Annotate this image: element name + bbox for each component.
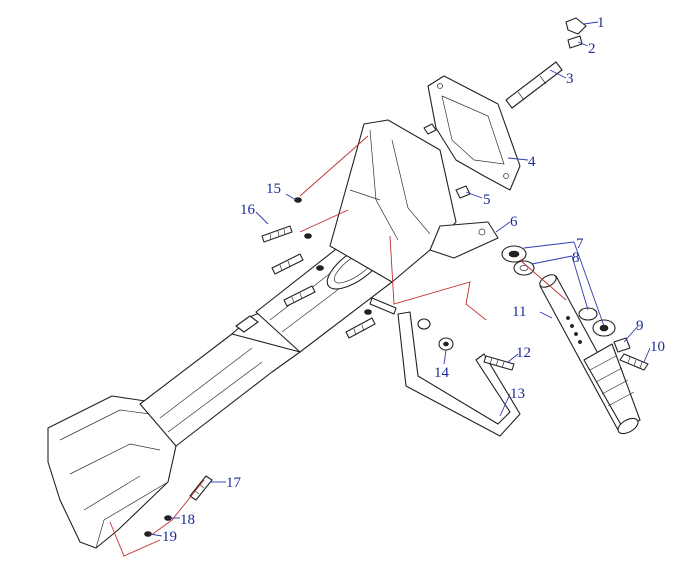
callout-9: 9: [636, 318, 644, 334]
callout-4: 4: [528, 154, 536, 170]
assembly-path-lines: [109, 135, 567, 557]
callout-18: 18: [180, 512, 195, 528]
gasket-plate: [427, 75, 521, 191]
throttle-grip: [539, 274, 641, 435]
callout-10: 10: [650, 339, 665, 355]
shaft-assembly: [505, 17, 587, 109]
callout-labels: 1 2 3 4 5 6 7 8 9 10 11 12 13 14 15 16 1…: [162, 15, 665, 545]
dowel-pins: [423, 123, 471, 199]
callout-13: 13: [510, 386, 525, 402]
callout-6: 6: [510, 214, 518, 230]
bail-handle: [397, 311, 521, 437]
callout-14: 14: [434, 365, 450, 381]
leader-lines: [149, 21, 651, 537]
callout-8: 8: [572, 250, 580, 266]
callout-12: 12: [516, 345, 531, 361]
callout-11: 11: [512, 304, 526, 320]
callout-1: 1: [597, 15, 605, 31]
callout-3: 3: [566, 71, 574, 87]
callout-7: 7: [576, 236, 584, 252]
nut-and-bolt: [417, 318, 515, 371]
end-pin-and-screw: [613, 337, 649, 371]
callout-15: 15: [266, 181, 281, 197]
callout-5: 5: [483, 192, 491, 208]
handle-housing: [47, 119, 499, 549]
callout-17: 17: [226, 475, 242, 491]
housing-screws: [261, 197, 397, 339]
callout-16: 16: [240, 202, 256, 218]
callout-2: 2: [588, 41, 596, 57]
callout-19: 19: [162, 529, 177, 545]
washers: [501, 245, 616, 337]
nose-screws: [144, 475, 213, 537]
